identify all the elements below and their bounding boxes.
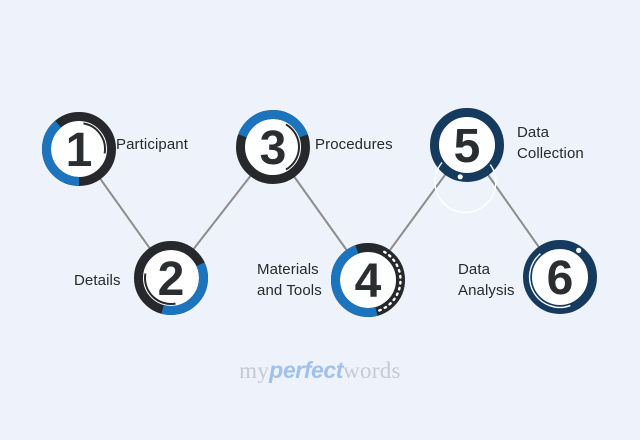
step-1-inner-arc xyxy=(83,122,106,154)
step-4-blue-arc xyxy=(331,245,378,317)
step-4-number: 4 xyxy=(355,255,382,308)
step-6-number: 6 xyxy=(547,252,574,305)
step-label-details: Details xyxy=(74,272,121,289)
step-6-ring xyxy=(523,240,597,314)
step-3-blue-arc xyxy=(238,110,308,138)
step-5-dot xyxy=(457,174,463,180)
step-group-6: 6 xyxy=(523,240,597,314)
step-6-highlight-arc xyxy=(528,253,571,309)
step-label-procedures: Procedures xyxy=(315,136,393,153)
step-2-number: 2 xyxy=(158,253,185,306)
step-label-participant: Participant xyxy=(116,136,188,153)
step-5-number: 5 xyxy=(454,120,481,173)
step-6-dot xyxy=(576,247,582,253)
brand-logo: myperfectwords xyxy=(0,357,640,384)
step-1-blue-arc xyxy=(42,120,80,186)
step-2-blue-arc xyxy=(161,262,208,315)
step-label-materials-tools: Materials and Tools xyxy=(257,261,322,299)
step-3-number: 3 xyxy=(260,122,287,175)
step-5-highlight-arc xyxy=(434,161,497,214)
step-label-data-collection: Data Collection xyxy=(517,124,584,162)
step-group-2: 2 xyxy=(134,241,208,315)
step-group-5: 5 xyxy=(430,108,504,214)
step-group-1: 1 xyxy=(42,112,116,186)
step-3-inner-arc xyxy=(285,123,300,171)
step-5-ring xyxy=(430,108,504,182)
logo-part-words: words xyxy=(343,358,401,383)
step-4-dotted-arc xyxy=(377,250,402,312)
step-group-3: 3 xyxy=(236,110,310,184)
logo-part-my: my xyxy=(239,358,270,383)
step-group-4: 4 xyxy=(331,243,405,317)
step-2-inner-arc xyxy=(144,273,176,305)
logo-part-perfect: perfect xyxy=(269,357,344,383)
step-label-data-analysis: Data Analysis xyxy=(458,261,515,299)
step-1-number: 1 xyxy=(66,124,93,177)
